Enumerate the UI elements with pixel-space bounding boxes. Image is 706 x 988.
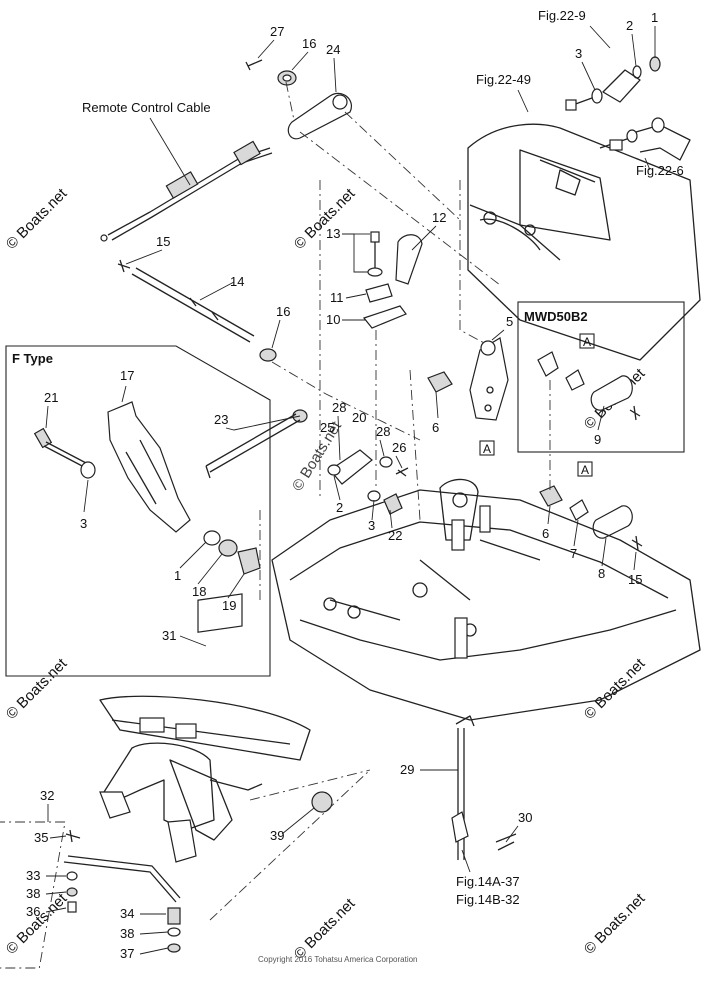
f-type-frame: [5, 345, 271, 677]
callout-26: 26: [392, 440, 406, 455]
callout-1b: 1: [174, 568, 181, 583]
callout-21: 21: [44, 390, 58, 405]
throttle-arm: [599, 117, 691, 161]
callout-11: 11: [330, 290, 344, 305]
callout-2: 2: [626, 18, 633, 33]
callout-16b: 16: [276, 304, 290, 319]
ref-box-a: [577, 461, 593, 477]
label-f-type: F Type: [12, 351, 53, 366]
callout-18: 18: [192, 584, 206, 599]
callout-28b: 28: [376, 424, 390, 439]
callout-leaders: [45, 26, 656, 955]
mwd50b2-parts: [537, 351, 641, 421]
detail-32-parts: [63, 829, 181, 953]
remote-control-cable: [100, 140, 273, 242]
ref-fig14b-32: Fig.14B-32: [456, 892, 520, 907]
callout-37: 37: [120, 946, 134, 961]
callout-27: 27: [270, 24, 284, 39]
callout-12: 12: [432, 210, 446, 225]
callout-15b: 15: [628, 572, 642, 587]
clip-15-top: [117, 259, 131, 273]
callout-34: 34: [120, 906, 134, 921]
link-rod-23: [205, 413, 301, 479]
callout-39: 39: [270, 828, 284, 843]
callout-30: 30: [518, 810, 532, 825]
clip-15: [631, 535, 643, 551]
watermark: © Boats.net: [581, 655, 649, 723]
callout-19: 19: [222, 598, 236, 613]
callout-20: 20: [352, 410, 366, 425]
watermark: © Boats.net: [3, 655, 71, 723]
callout-35: 35: [34, 830, 48, 845]
callout-13: 13: [326, 226, 340, 241]
mwd50b2-frame: [517, 301, 685, 453]
callout-10: 10: [326, 312, 340, 327]
callout-22: 22: [388, 528, 402, 543]
watermark: © Boats.net: [289, 418, 346, 494]
ref-fig22-49: Fig.22-49: [476, 72, 531, 87]
spring-7: [569, 499, 589, 521]
callout-3c: 3: [368, 518, 375, 533]
callout-25: 25: [320, 420, 334, 435]
callout-17: 17: [120, 368, 134, 383]
watermark: © Boats.net: [291, 895, 359, 963]
watermark: © Boats.net: [581, 890, 649, 958]
callout-2b: 2: [336, 500, 343, 515]
callout-9: 9: [594, 432, 601, 447]
lower-pedal-assembly: [99, 695, 333, 863]
link-8: [592, 505, 633, 539]
callout-29: 29: [400, 762, 414, 777]
callout-38: 38: [26, 886, 40, 901]
watermark: © Boats.net: [291, 185, 359, 253]
bush-6b: [539, 485, 563, 507]
callout-3: 3: [575, 46, 582, 61]
ref-fig22-9: Fig.22-9: [538, 8, 586, 23]
callout-6: 6: [432, 420, 439, 435]
bottom-cowling: [271, 478, 701, 721]
callout-7: 7: [570, 546, 577, 561]
callout-14: 14: [230, 274, 244, 289]
cable-shaft-14: [131, 267, 255, 343]
label-remote-control-cable: Remote Control Cable: [82, 100, 211, 115]
ref-fig22-6: Fig.22-6: [636, 163, 684, 178]
callout-5: 5: [506, 314, 513, 329]
shift-rod-29: [451, 715, 517, 860]
top-bracket-hardware: [565, 56, 661, 111]
ref-a: A: [581, 463, 589, 477]
callout-33: 33: [26, 868, 40, 883]
callout-1: 1: [651, 10, 658, 25]
cable-joint: [245, 59, 352, 140]
callout-23: 23: [214, 412, 228, 427]
ref-box-a: [579, 333, 595, 349]
ref-box-a: [479, 440, 495, 456]
copyright-text: Copyright 2016 Tohatsu America Corporati…: [258, 955, 418, 964]
callout-24: 24: [326, 42, 340, 57]
watermark-layer: © Boats.net © Boats.net © Boats.net © Bo…: [3, 185, 649, 963]
callout-8: 8: [598, 566, 605, 581]
callout-31: 31: [162, 628, 176, 643]
callout-28: 28: [332, 400, 346, 415]
ref-a: A: [483, 442, 491, 456]
upper-cowling-outline: [467, 123, 701, 361]
washer-16: [259, 348, 277, 362]
bracket-assembly: [362, 231, 423, 329]
callout-6b: 6: [542, 526, 549, 541]
f-type-parts: [33, 401, 261, 633]
watermark: © Boats.net: [3, 185, 71, 253]
callout-3b: 3: [80, 516, 87, 531]
detail-frame-32: [0, 821, 66, 969]
callout-36: 36: [26, 904, 40, 919]
callout-16: 16: [302, 36, 316, 51]
throttle-cam-5: [469, 337, 509, 421]
bush-6: [427, 371, 453, 393]
linkage-cluster: [292, 409, 409, 515]
callout-32: 32: [40, 788, 54, 803]
callout-38b: 38: [120, 926, 134, 941]
callout-15: 15: [156, 234, 170, 249]
callout-labels: 1 2 3 27 16 24 15 14 13 12 11 10 16 5 17…: [26, 10, 658, 961]
ref-fig14a-37: Fig.14A-37: [456, 874, 520, 889]
label-mwd50b2: MWD50B2: [524, 309, 588, 324]
ref-a: A: [583, 335, 591, 349]
